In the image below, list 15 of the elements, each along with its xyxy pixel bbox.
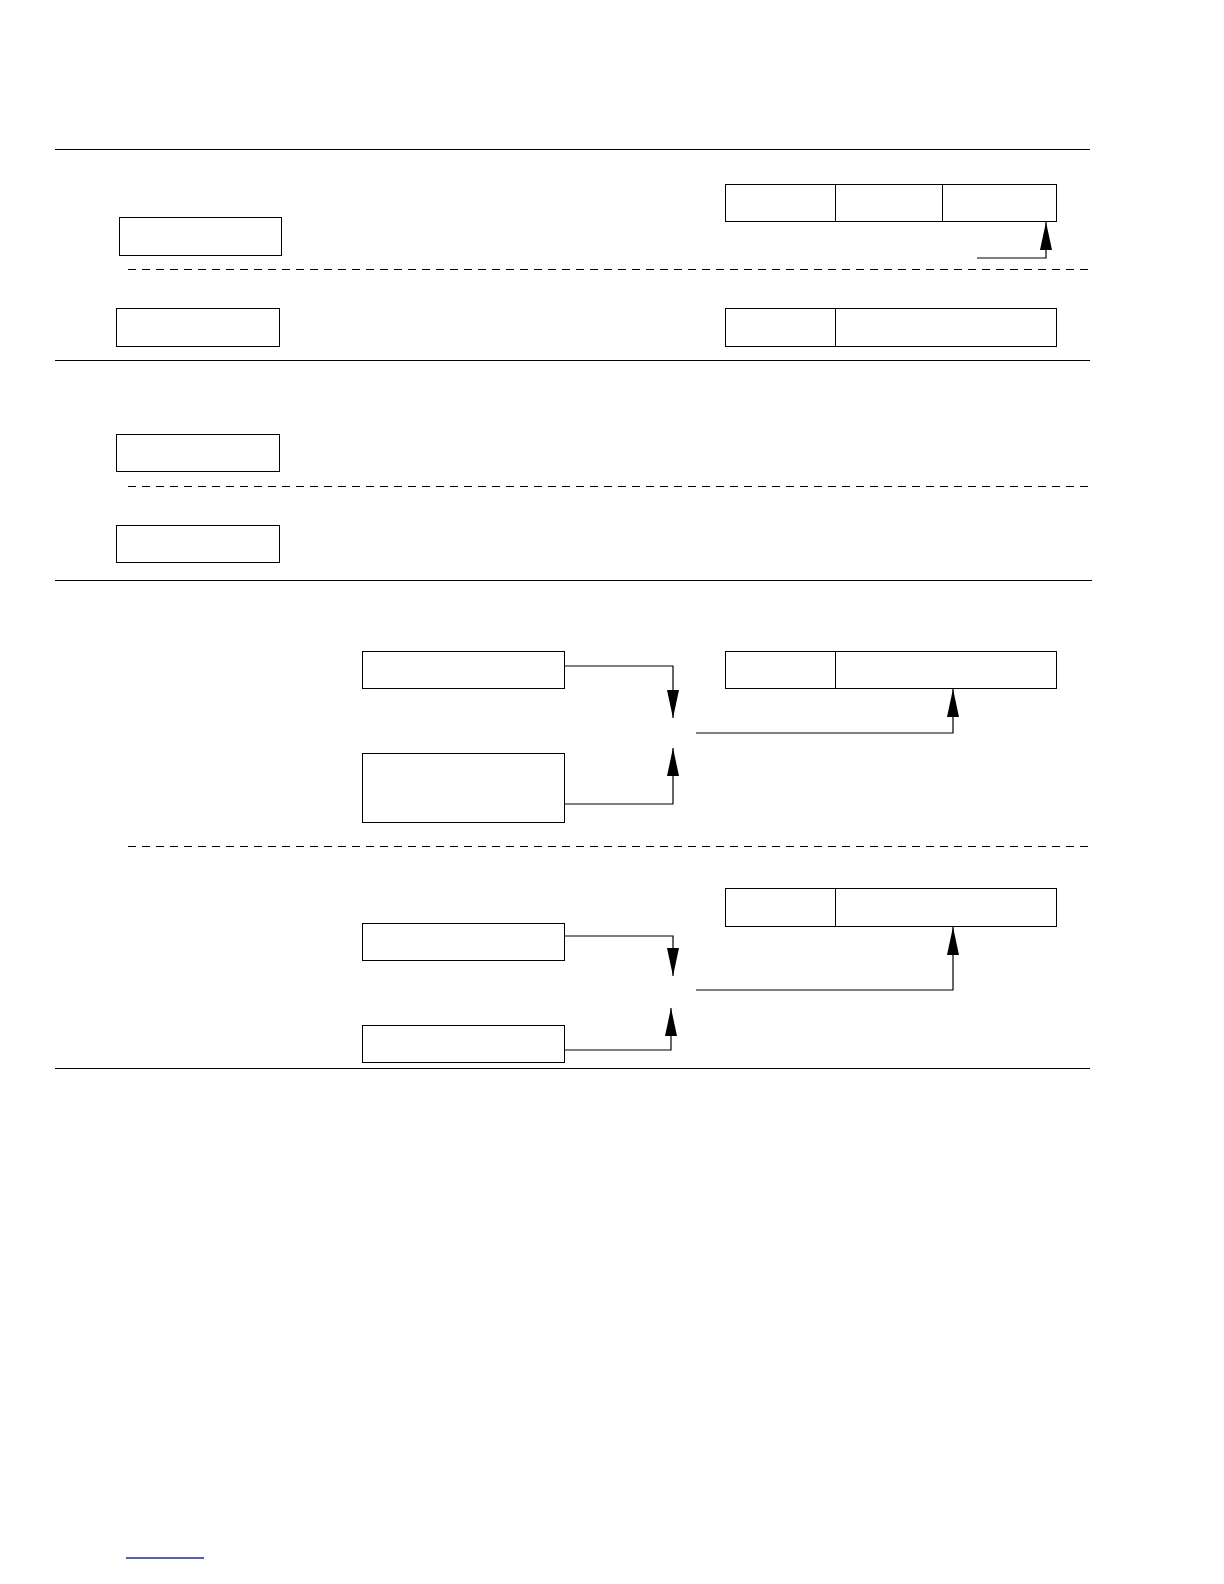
arrow [695, 688, 959, 734]
arrow [564, 935, 679, 977]
arrow [564, 1007, 677, 1051]
empty-box [116, 525, 280, 563]
empty-box [362, 1025, 565, 1063]
empty-box [362, 651, 565, 689]
arrow [695, 926, 959, 991]
arrow [564, 665, 679, 719]
empty-box [116, 434, 280, 472]
empty-box [362, 753, 565, 823]
arrow [564, 747, 679, 805]
empty-box [362, 923, 565, 961]
empty-box [116, 308, 280, 347]
empty-box [119, 217, 282, 256]
arrow [976, 221, 1052, 259]
